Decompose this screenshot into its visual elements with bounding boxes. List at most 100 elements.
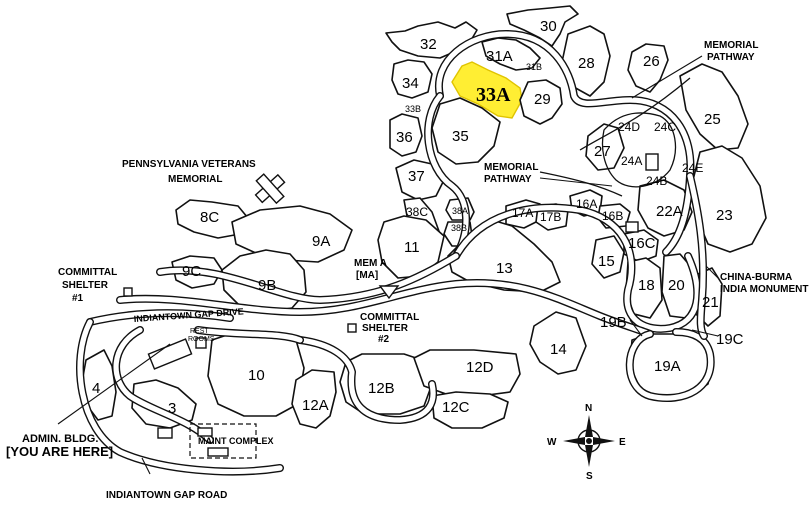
plot-25[interactable] <box>679 63 749 151</box>
compass-north: N <box>585 403 592 414</box>
label-25: 25 <box>704 111 721 128</box>
label-16A: 16A <box>576 197 597 211</box>
label-26: 26 <box>643 53 660 70</box>
plot-15[interactable] <box>591 235 625 279</box>
plot-34[interactable] <box>391 59 433 99</box>
label-15: 15 <box>598 253 615 270</box>
plot-30[interactable] <box>506 5 579 47</box>
pa-veterans-line2: MEMORIAL <box>168 174 222 185</box>
label-22A: 22A <box>656 203 683 220</box>
label-38B: 38B <box>451 223 467 233</box>
label-36: 36 <box>396 129 413 146</box>
label-12D: 12D <box>466 359 494 376</box>
label-24A: 24A <box>621 154 642 168</box>
label-24B: 24B <box>646 174 667 188</box>
china-burma-line1: CHINA-BURMA <box>720 272 792 283</box>
plot-29[interactable] <box>519 79 563 125</box>
memorial-pathway-top-line2: PATHWAY <box>707 52 755 63</box>
mem-a-line1: MEM A <box>354 258 387 269</box>
road-network <box>76 30 715 476</box>
label-19C: 19C <box>716 331 744 348</box>
plot-36[interactable] <box>389 113 423 157</box>
mem-a-marker <box>378 285 400 300</box>
plot-35[interactable] <box>431 97 501 165</box>
building-24b <box>645 153 659 171</box>
label-12C: 12C <box>442 399 470 416</box>
label-16B: 16B <box>602 209 623 223</box>
label-19A: 19A <box>654 358 681 375</box>
china-burma-line2: INDIA MONUMENT <box>720 284 809 295</box>
label-4: 4 <box>92 380 100 397</box>
label-17B: 17B <box>540 210 561 224</box>
building-16c-small <box>625 221 639 233</box>
pa-veterans-line1: PENNSYLVANIA VETERANS <box>122 159 256 170</box>
label-33B: 33B <box>405 104 421 114</box>
committal-shelter-1 <box>123 287 133 297</box>
committal-shelter-2-line1: COMMITTAL <box>360 312 419 323</box>
committal-shelter-2-line2: SHELTER <box>362 323 409 334</box>
label-34: 34 <box>402 75 419 92</box>
compass-rose: N S E W <box>547 403 626 482</box>
label-29: 29 <box>534 91 551 108</box>
label-17A: 17A <box>512 206 533 220</box>
label-24D: 24D <box>618 120 640 134</box>
plot-26[interactable] <box>627 43 669 93</box>
label-9A: 9A <box>312 233 330 250</box>
label-31B: 31B <box>526 62 542 72</box>
plot-14[interactable] <box>529 311 587 375</box>
plot-27[interactable] <box>585 123 625 171</box>
maint-complex-outline <box>189 423 257 459</box>
indiantown-gap-road-label: INDIANTOWN GAP ROAD <box>106 490 227 501</box>
compass-needle-north <box>585 415 593 437</box>
admin-building <box>147 338 193 370</box>
label-11: 11 <box>404 239 420 256</box>
landmark-labels: MEMORIAL PATHWAY MEMORIAL PATHWAY PENNSY… <box>6 40 809 501</box>
memorial-pathway-mid-line2: PATHWAY <box>484 174 532 185</box>
label-24C: 24C <box>654 120 676 134</box>
plot-12B[interactable] <box>339 353 433 415</box>
plot-33A-highlighted[interactable] <box>451 61 523 119</box>
maint-building-a <box>197 427 213 437</box>
compass-needle-west <box>563 437 585 445</box>
label-14: 14 <box>550 341 567 358</box>
label-18: 18 <box>638 277 655 294</box>
committal-shelter-2 <box>347 323 357 333</box>
maint-building-c <box>157 427 173 439</box>
pa-veterans-memorial-structure <box>254 173 286 205</box>
committal-shelter-1-line3: #1 <box>72 293 84 304</box>
mem-a-line2: [MA] <box>356 270 378 281</box>
label-37: 37 <box>408 168 425 185</box>
committal-shelter-1-line2: SHELTER <box>62 280 109 291</box>
rest-rooms-building <box>195 337 207 349</box>
label-12B: 12B <box>368 380 395 397</box>
plot-31A[interactable] <box>481 37 541 71</box>
label-12A: 12A <box>302 397 329 414</box>
label-10: 10 <box>248 367 265 384</box>
compass-needle-east <box>593 437 615 445</box>
compass-south: S <box>586 471 593 482</box>
label-32: 32 <box>420 36 437 53</box>
label-19B: 19B <box>600 314 627 331</box>
label-28: 28 <box>578 55 595 72</box>
plot-3[interactable] <box>131 379 197 429</box>
label-21: 21 <box>702 294 719 311</box>
label-3: 3 <box>168 400 176 417</box>
committal-shelter-2-line3: #2 <box>378 334 390 345</box>
plot-9A[interactable] <box>231 205 353 263</box>
label-31A: 31A <box>486 48 513 65</box>
compass-east: E <box>619 437 626 448</box>
label-9C: 9C <box>182 263 201 280</box>
maint-building-b <box>207 447 229 457</box>
memorial-pathway-top-line1: MEMORIAL <box>704 40 758 51</box>
section-labels: 30 32 31A 31B 28 26 34 33A 33B 29 36 35 … <box>92 18 744 417</box>
plot-37[interactable] <box>395 159 445 201</box>
compass-west: W <box>547 437 557 448</box>
maint-complex-label: MAINT COMPLEX <box>198 436 274 446</box>
label-16C: 16C <box>628 235 656 252</box>
label-24E: 24E <box>682 161 703 175</box>
plot-12C[interactable] <box>431 391 509 429</box>
plot-12A[interactable] <box>291 369 337 429</box>
structures <box>123 153 659 459</box>
label-8C: 8C <box>200 209 219 226</box>
